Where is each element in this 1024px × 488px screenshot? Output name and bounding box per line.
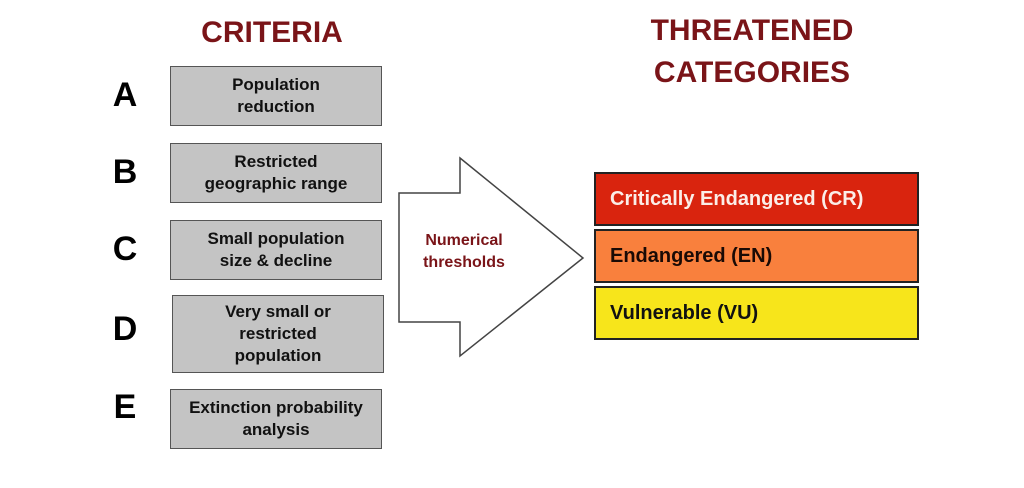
categories-title-line2: CATEGORIES (653, 56, 851, 89)
criterion-letter-b: B (112, 153, 138, 191)
criterion-box-d: Very small or restricted population (172, 295, 384, 373)
categories-title-line1: THREATENED (650, 14, 854, 47)
criterion-letter-e: E (113, 388, 137, 426)
arrow-label: Numerical thresholds (423, 232, 505, 271)
criterion-box-b: Restricted geographic range (170, 143, 382, 203)
criterion-letter-d: D (112, 310, 138, 348)
criterion-box-e: Extinction probability analysis (170, 389, 382, 449)
criterion-box-c: Small population size & decline (170, 220, 382, 280)
criteria-title: CRITERIA (201, 16, 343, 49)
category-cr: Critically Endangered (CR) (594, 172, 919, 226)
category-en: Endangered (EN) (594, 229, 919, 283)
criterion-letter-a: A (112, 76, 138, 114)
category-vu: Vulnerable (VU) (594, 286, 919, 340)
criterion-box-a: Population reduction (170, 66, 382, 126)
criterion-letter-c: C (112, 230, 138, 268)
